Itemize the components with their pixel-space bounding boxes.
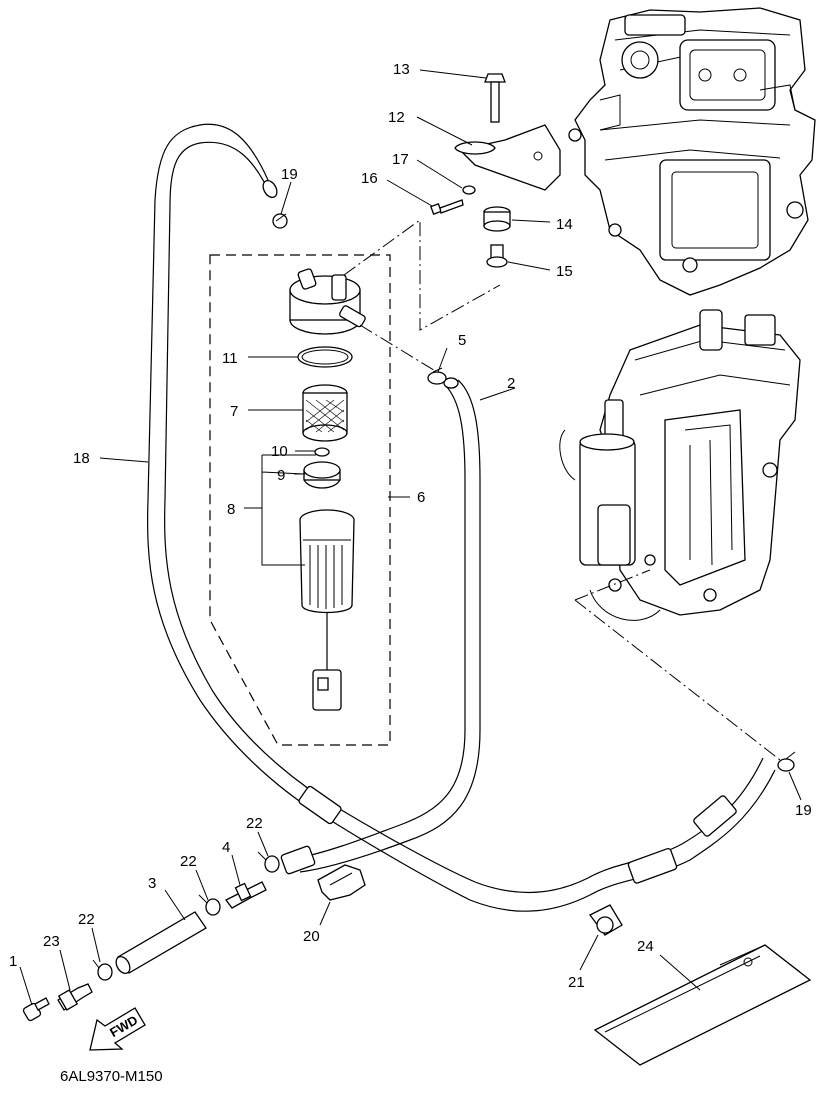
bracket-part: [454, 124, 561, 191]
joint-4: [225, 881, 267, 909]
collar-part: [486, 244, 508, 268]
fuel-hose-2: [280, 377, 481, 875]
float-part: [303, 461, 341, 489]
callout-18: 18: [73, 450, 90, 467]
callout-2: 2: [507, 375, 515, 392]
hose-clip-22-lower: [92, 959, 113, 981]
hose-clip-22-middle: [198, 894, 221, 916]
callout-10: 10: [271, 443, 288, 460]
hose-holder-20: [317, 864, 366, 901]
callout-19-bottom: 19: [795, 802, 812, 819]
pouch-24: [593, 944, 812, 1066]
callout-7: 7: [230, 403, 238, 420]
callout-8: 8: [227, 501, 235, 518]
callout-11: 11: [222, 350, 238, 367]
callout-3: 3: [148, 875, 156, 892]
callout-13: 13: [393, 61, 410, 78]
callout-14: 14: [556, 216, 573, 233]
callout-labels: 1 2 3 4 5 6 7 8 9 10 11 12 13 14 15 16 1…: [9, 61, 812, 991]
callout-19-top: 19: [281, 166, 298, 183]
filter-assembly-boundary: [209, 254, 391, 746]
filter-cup-part: [299, 509, 355, 711]
grommet-part: [483, 206, 511, 232]
cap-1: [22, 997, 50, 1022]
callout-12: 12: [388, 109, 405, 126]
callout-1: 1: [9, 953, 17, 970]
callout-22-upper: 22: [246, 815, 263, 832]
callout-17: 17: [392, 151, 409, 168]
callout-24: 24: [637, 938, 654, 955]
hose-clip-19-bottom: [777, 751, 796, 772]
callout-15: 15: [556, 263, 573, 280]
callout-20: 20: [303, 928, 320, 945]
callout-21: 21: [568, 974, 585, 991]
hose-clip-5: [427, 367, 447, 385]
hose-clip-19-top: [272, 213, 288, 229]
drawing-code: 6AL9370-M150: [60, 1068, 163, 1085]
joint-23: [57, 983, 93, 1011]
callout-22-middle: 22: [180, 853, 197, 870]
small-ring-part: [314, 447, 330, 457]
hose-clamp-21: [589, 904, 623, 936]
fuel-pump-assembly-illustration: [559, 309, 801, 621]
callout-23: 23: [43, 933, 60, 950]
bolt-part: [484, 73, 506, 123]
callout-16: 16: [361, 170, 378, 187]
filter-element-part: [302, 384, 348, 442]
callout-4: 4: [222, 839, 230, 856]
forward-direction-arrow-icon: FWD: [89, 1007, 146, 1051]
callout-5: 5: [458, 332, 466, 349]
callout-6: 6: [417, 489, 425, 506]
o-ring-part: [297, 346, 353, 368]
screw-part: [430, 199, 464, 215]
filter-head-part: [289, 268, 366, 335]
callout-22-lower: 22: [78, 911, 95, 928]
hose-3: [115, 911, 207, 975]
hose-clip-22-upper: [257, 851, 280, 873]
fuel-hose-18: [147, 123, 776, 912]
washer-part: [462, 185, 476, 195]
leader-lines: [19, 69, 802, 1006]
callout-9: 9: [277, 467, 285, 484]
engine-block-illustration: [568, 7, 816, 296]
